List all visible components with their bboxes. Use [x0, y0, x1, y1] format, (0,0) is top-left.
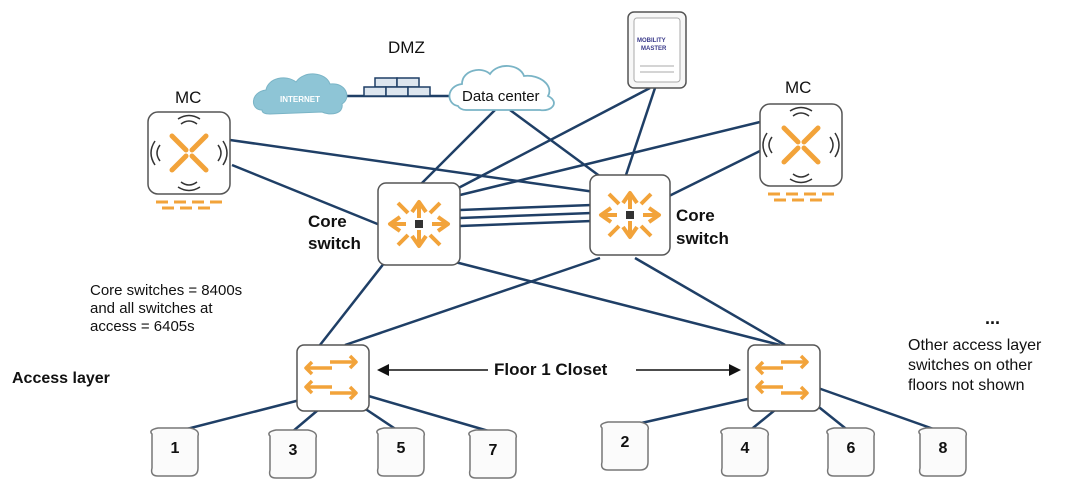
ap-1	[150, 427, 200, 477]
data-center-label: Data center	[462, 88, 540, 105]
ap-number-6: 6	[846, 440, 856, 457]
internet-label: INTERNET	[280, 95, 320, 104]
core-switch-right-label-1: Core	[676, 206, 715, 225]
core-switch-left-label-2: switch	[308, 234, 361, 253]
mobility-master-device	[627, 11, 687, 89]
other-switches-line-3: floors not shown	[908, 377, 1025, 394]
mobility-master-label-2: MASTER	[641, 46, 667, 52]
floor-closet-label: Floor 1 Closet	[494, 360, 608, 379]
access-switch-left	[296, 344, 370, 412]
access-switch-right	[747, 344, 821, 412]
core-switch-right	[589, 174, 671, 256]
ap-5	[376, 427, 426, 477]
data-center-cloud	[448, 65, 555, 112]
mc-right-label: MC	[785, 78, 812, 97]
ap-4	[720, 427, 770, 477]
ellipsis-label: ...	[985, 308, 1001, 328]
mc-left-label: MC	[175, 88, 202, 107]
mc-left-device	[147, 111, 231, 210]
core-switch-right-label-2: switch	[676, 229, 729, 248]
ap-7	[468, 429, 518, 479]
ap-number-4: 4	[740, 440, 750, 457]
ap-3	[268, 429, 318, 479]
mc-right-device	[759, 103, 843, 202]
dmz-label: DMZ	[388, 38, 425, 57]
access-layer-label: Access layer	[12, 370, 110, 387]
ap-number-1: 1	[170, 440, 180, 457]
note-line-3: access = 6405s	[90, 318, 195, 335]
network-links	[174, 86, 943, 434]
core-switch-left	[377, 182, 461, 266]
note-line-1: Core switches = 8400s	[90, 282, 243, 299]
note-line-2: and all switches at	[90, 300, 213, 317]
core-switch-left-label-1: Core	[308, 212, 347, 231]
ap-number-8: 8	[938, 440, 948, 457]
ap-number-7: 7	[488, 442, 498, 459]
ap-8	[918, 427, 968, 477]
other-switches-line-1: Other access layer	[908, 337, 1042, 354]
ap-2	[600, 421, 650, 471]
ap-6	[826, 427, 876, 477]
ap-number-3: 3	[288, 442, 298, 459]
internet-cloud	[253, 73, 348, 115]
access-points	[150, 421, 968, 479]
mobility-master-label-1: MOBILITY	[637, 38, 666, 44]
dmz-firewall	[363, 77, 431, 97]
ap-number-2: 2	[620, 434, 630, 451]
ap-number-5: 5	[396, 440, 406, 457]
other-switches-line-2: switches on other	[908, 357, 1033, 374]
